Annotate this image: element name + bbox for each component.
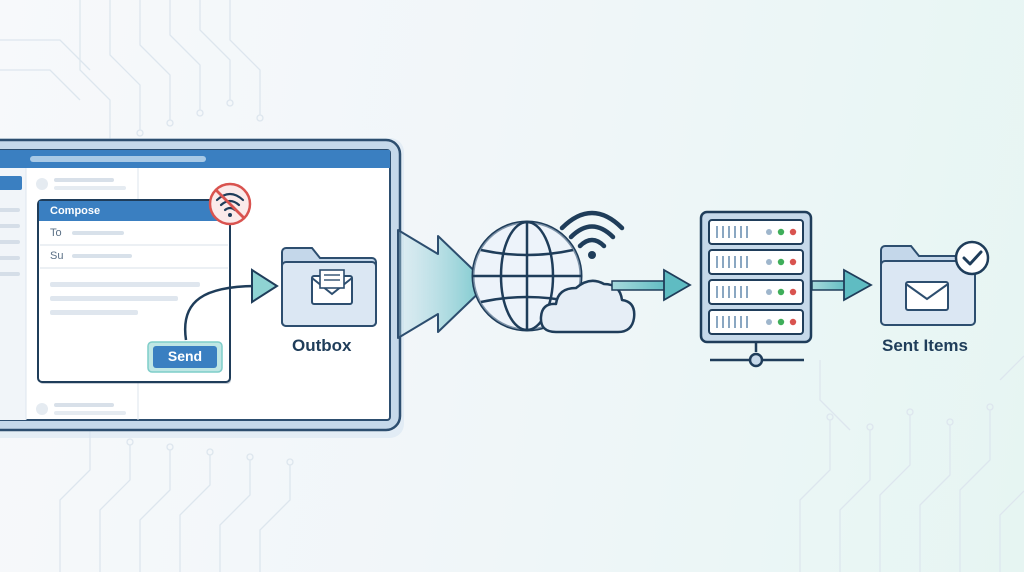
outbox-folder-icon	[281, 247, 377, 327]
internet-to-server-arrow	[611, 268, 692, 302]
compose-window[interactable]	[37, 199, 231, 384]
sent-items-folder-icon	[880, 245, 976, 326]
subject-field-label[interactable]: Su	[50, 250, 64, 262]
send-button-label[interactable]: Send	[167, 348, 203, 364]
wifi-icon	[559, 210, 625, 259]
wifi-off-icon	[208, 182, 252, 226]
server-to-sent-arrow	[811, 268, 873, 302]
outbox-to-internet-arrow	[397, 229, 489, 339]
cloud-icon	[539, 279, 636, 334]
envelope-icon	[905, 281, 949, 311]
send-to-outbox-arrow	[183, 268, 279, 341]
to-field-label[interactable]: To	[50, 227, 62, 239]
send-button[interactable]	[147, 341, 223, 373]
sent-items-label: Sent Items	[882, 336, 968, 355]
checkmark-icon	[954, 240, 990, 276]
outbox-label: Outbox	[292, 336, 352, 355]
server-icon	[699, 210, 813, 368]
compose-title: Compose	[50, 205, 101, 217]
